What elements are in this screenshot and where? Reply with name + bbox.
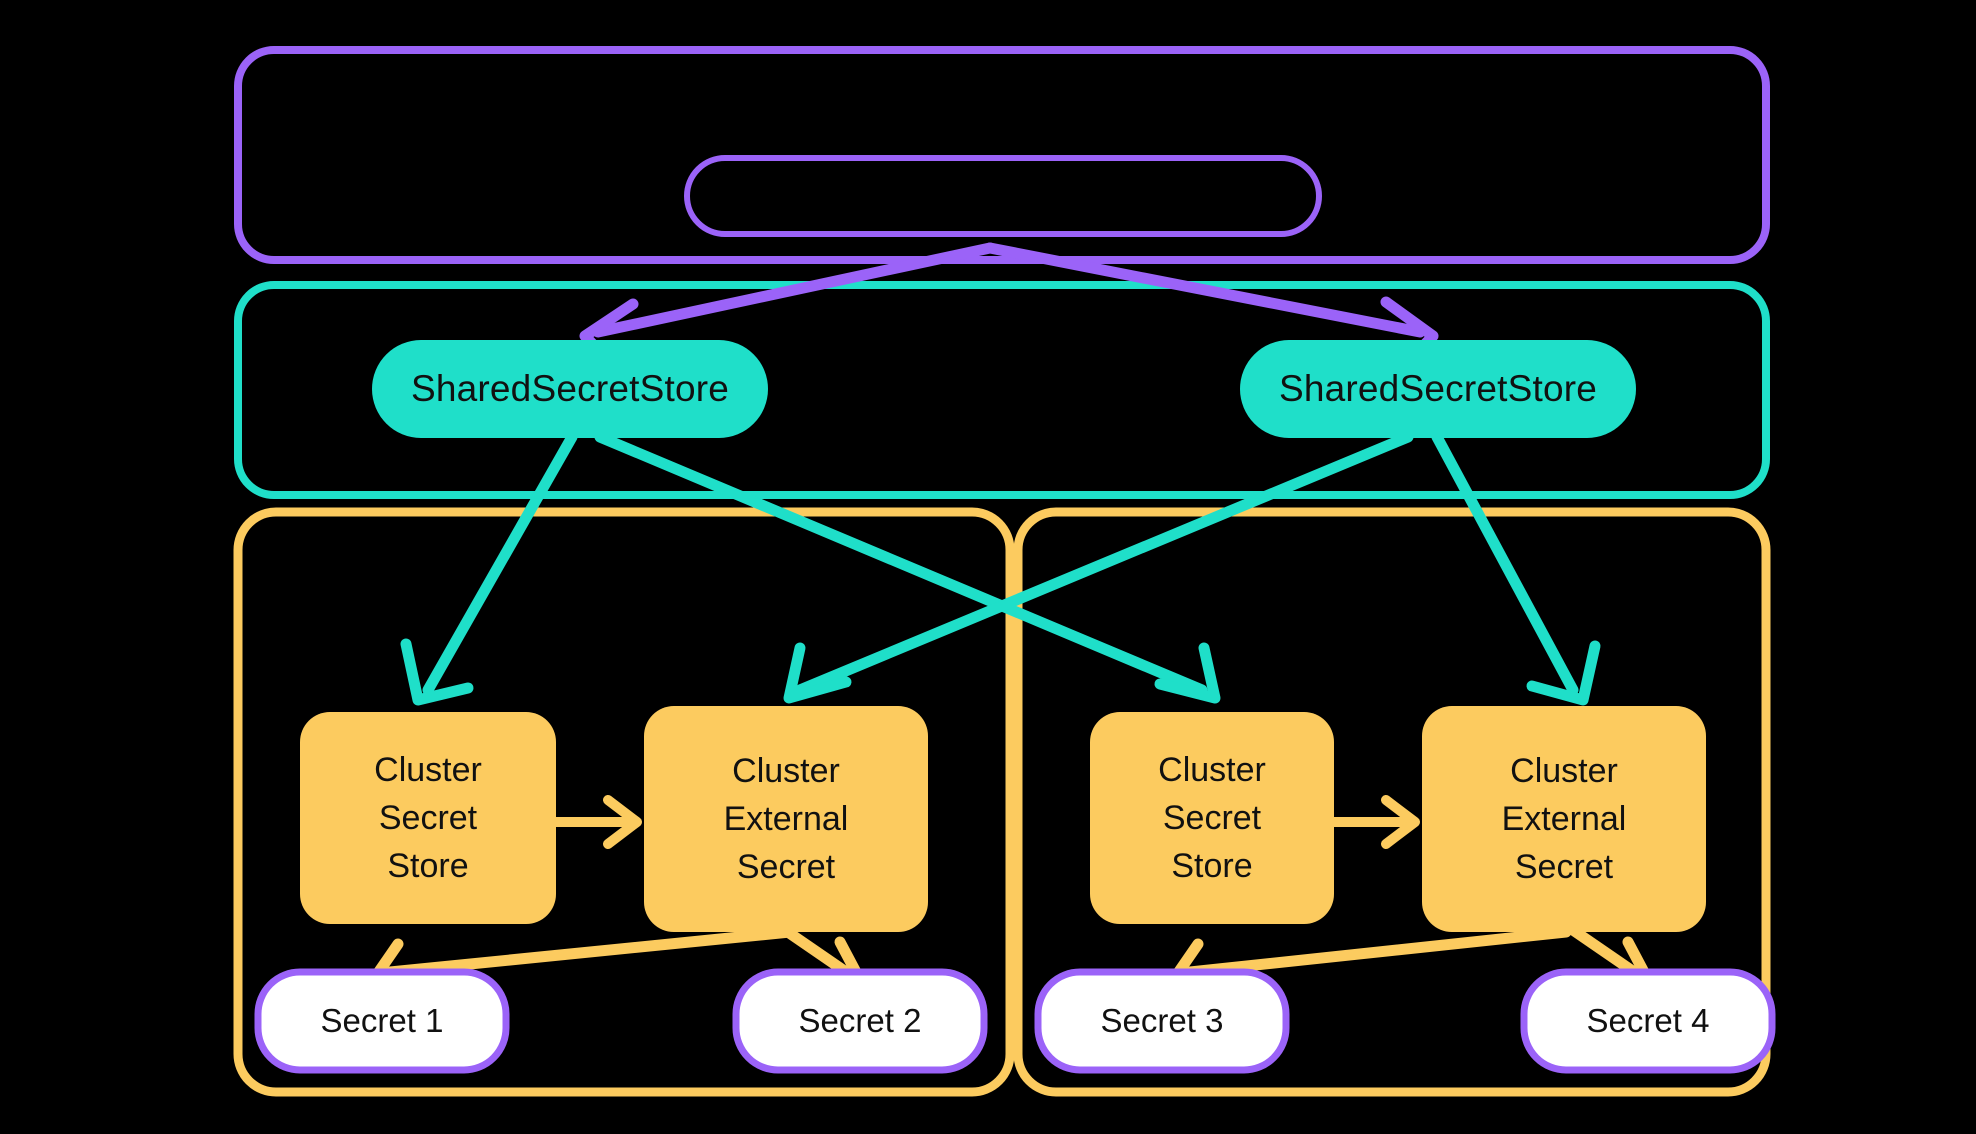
- edge-shared-right-to-cluster-external-secret-right: [1431, 431, 1601, 706]
- node-top-store[interactable]: [684, 155, 1322, 237]
- edge-shared-left-to-cluster-secret-store-left: [400, 431, 578, 706]
- container-cluster-left-yellow[interactable]: [233, 507, 1015, 1097]
- edge-cluster-secret-store-left-to-cluster-external-secret-left: [556, 795, 642, 849]
- container-shared-scope-teal[interactable]: [234, 281, 1770, 499]
- container-cluster-scope-purple[interactable]: [234, 46, 1770, 264]
- node-cluster-secret-store-left[interactable]: [300, 712, 556, 924]
- edge-cluster-secret-store-right-to-cluster-external-secret-right: [1334, 795, 1420, 849]
- node-cluster-external-secret-left[interactable]: [644, 706, 928, 932]
- edge-shared-left-to-cluster-secret-store-right: [594, 431, 1221, 704]
- node-secret-1[interactable]: [254, 968, 510, 1074]
- node-secret-3[interactable]: [1034, 968, 1290, 1074]
- container-cluster-right-yellow[interactable]: [1013, 507, 1771, 1097]
- node-secret-4[interactable]: [1520, 968, 1776, 1074]
- node-secret-2[interactable]: [732, 968, 988, 1074]
- node-shared-store-right[interactable]: [1240, 340, 1636, 438]
- node-shared-store-left[interactable]: [372, 340, 768, 438]
- node-cluster-secret-store-right[interactable]: [1090, 712, 1334, 924]
- node-cluster-external-secret-right[interactable]: [1422, 706, 1706, 932]
- edge-shared-right-to-cluster-external-secret-left: [783, 431, 1414, 704]
